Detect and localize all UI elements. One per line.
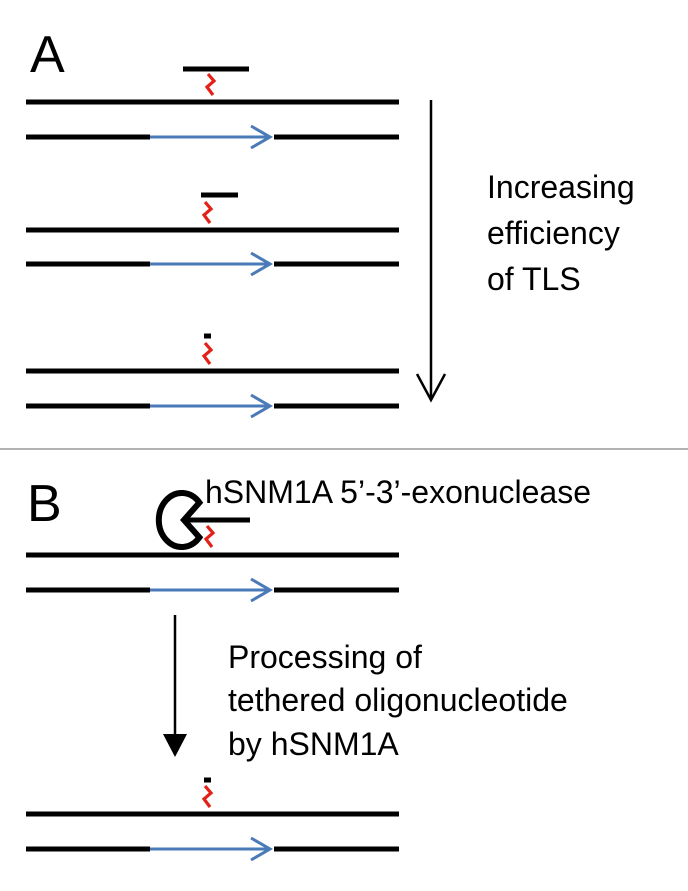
dna-construct-medium-oligo: [26, 192, 399, 277]
nascent-arrowhead: [250, 836, 273, 862]
process-label-line-3: by hSNM1A: [228, 726, 399, 762]
nascent-arrowhead: [250, 124, 273, 150]
trend-label-line-3: of TLS: [487, 261, 581, 297]
panel-b: B hSNM1A 5’-3’-exonuclease Processing of…: [26, 474, 591, 862]
panel-a-letter: A: [30, 26, 65, 84]
process-label-line-1: Processing of: [228, 639, 422, 675]
nascent-arrowhead: [250, 393, 273, 419]
panel-a: A: [26, 26, 644, 419]
dna-construct-long-oligo: [26, 66, 399, 150]
exonuclease-label: hSNM1A 5’-3’-exonuclease: [205, 474, 591, 510]
nascent-arrowhead: [250, 577, 273, 603]
nascent-arrowhead: [250, 251, 273, 277]
trend-arrow-label: Increasing efficiency of TLS: [487, 169, 644, 297]
trend-label-line-2: efficiency: [487, 215, 620, 251]
lesion-icon: [202, 200, 213, 225]
lesion-icon: [202, 784, 213, 809]
trend-arrow: [415, 100, 447, 403]
trend-arrowhead: [415, 373, 447, 403]
lesion-icon: [204, 524, 215, 549]
process-arrow: [163, 615, 187, 757]
pacman-icon: [155, 490, 204, 550]
dna-construct-processed: [26, 777, 399, 862]
process-arrowhead: [163, 734, 187, 757]
dna-construct-with-exonuclease: [26, 490, 399, 603]
dna-construct-short-oligo: [26, 333, 399, 419]
lesion-icon: [205, 72, 216, 97]
lesion-icon: [202, 341, 213, 366]
panel-b-letter: B: [27, 475, 62, 533]
trend-label-line-1: Increasing: [487, 169, 635, 205]
process-label-line-2: tethered oligonucleotide: [228, 682, 568, 718]
process-arrow-label: Processing of tethered oligonucleotide b…: [228, 639, 577, 762]
